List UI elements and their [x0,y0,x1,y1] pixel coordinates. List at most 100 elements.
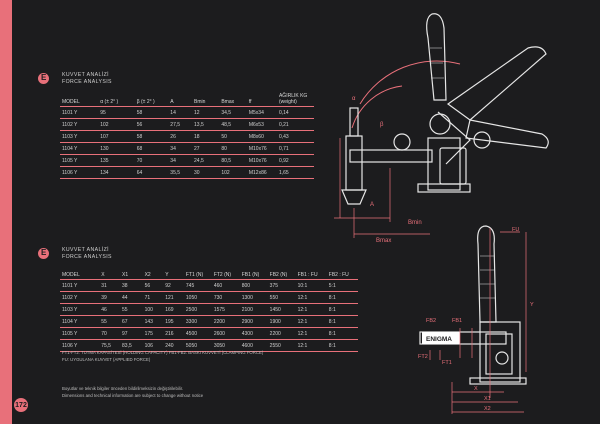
label-x2: X2 [484,406,491,412]
table-cell: 8:1 [326,315,358,328]
table-cell: 143 [142,315,164,328]
table-cell: 12:1 [295,291,327,304]
table-cell: 1101 Y [60,279,100,292]
table-cell: 67 [120,315,143,328]
brand-label: ENIGMA [426,336,452,343]
table-cell: 4600 [239,339,268,352]
table-cell: 38 [120,279,143,292]
table-cell: 1050 [183,291,212,304]
table-cell: 14 [168,106,193,119]
table-cell: 1450 [267,303,296,316]
table-cell: 97 [120,327,143,340]
clamp-force-drawing: ENIGMA FU FB2 FB1 FT2 FT1 Y X X1 X2 [418,225,534,414]
disclaimer: Boyutlar ve teknik bilgiler önceden bild… [62,386,203,399]
table-cell: 35,5 [168,166,193,179]
table-cell: M5x34 [246,106,277,119]
table-cell: 100 [142,303,164,316]
table-cell: 8:1 [326,339,358,352]
table-cell: 27,5 [168,118,193,131]
left-accent-bar [0,0,12,424]
table-cell: 102 [98,118,135,131]
col-fb1-fu: FB1 : FU [297,272,318,278]
table-cell: 1300 [239,291,268,304]
table-cell: 12:1 [295,339,327,352]
col-weight: AĞIRLIK KG (weight) [278,93,308,105]
label-beta: β [380,122,384,128]
table-cell: 26 [168,130,193,143]
table-cell: 1575 [211,303,240,316]
table-cell: 24,5 [192,154,220,167]
table-cell: 106 [142,339,164,352]
table-cell: 34,5 [219,106,247,119]
section-icon [38,73,49,84]
table-cell: 1103 Y [60,130,99,143]
spindle [345,135,363,191]
table-cell: 18 [192,130,220,143]
table-cell: 70 [134,154,169,167]
table-cell: 2100 [239,303,268,316]
col-ft1: FT1 (N) [185,272,204,278]
beta-arc [351,85,403,129]
table-cell: 31 [99,279,121,292]
table-cell: 10:1 [295,279,327,292]
table-cell: M10x76 [246,142,277,155]
table-cell: 48,5 [219,118,247,131]
section1-title: KUVVET ANALİZİ FORCE ANALYSIS [62,72,112,86]
force-table-2: MODEL X X1 X2 Y FT1 (N) FT2 (N) FB1 (N) … [60,268,358,352]
table-cell: 5:1 [326,279,358,292]
table-cell: 8:1 [326,327,358,340]
col-bmin: Bmin [194,99,206,105]
table-cell: 4500 [183,327,212,340]
label-bmax: Bmax [376,238,391,244]
table-cell: 71 [142,291,164,304]
col-ff: ff [248,99,252,105]
table-cell: 55 [99,315,121,328]
table-cell: 12:1 [295,327,327,340]
label-fb2: FB2 [426,318,436,324]
table-cell: 1101 Y [60,106,99,119]
table-cell: 27 [192,142,220,155]
table-cell: 1102 Y [60,118,99,131]
table-cell: 175 [142,327,164,340]
table-cell: 2500 [183,303,212,316]
section1-title-tr: KUVVET ANALİZİ [62,72,110,78]
table-cell: 56 [134,118,169,131]
section1-title-en: FORCE ANALYSIS [62,79,112,85]
table-cell: 68 [134,142,169,155]
table-cell: 1103 Y [60,303,100,316]
table-cell: 1900 [267,315,296,328]
handle-half [465,119,549,149]
col-ft2: FT2 (N) [213,272,232,278]
col-x1: X1 [122,272,129,278]
brand-plate [422,332,460,344]
col-fb1: FB1 (N) [241,272,260,278]
table-cell: 80,5 [219,154,247,167]
table-cell: 8:1 [326,291,358,304]
table-cell: 240 [163,339,184,352]
label-ft2: FT2 [418,354,428,360]
table-cell: 64 [134,166,169,179]
table-cell: 1104 Y [60,315,100,328]
table-cell: 80 [219,142,247,155]
note-line-2: FU: UYGULANA KUVVET (APPLIED FORCE) [62,356,151,362]
table-cell: 30 [192,166,220,179]
table-cell: 3300 [183,315,212,328]
table-cell: M8x60 [246,130,277,143]
table-cell: 5050 [183,339,212,352]
table-cell: 58 [134,106,169,119]
label-x: X [474,386,478,392]
table-cell: 4300 [239,327,268,340]
col-fb2: FB2 (N) [269,272,288,278]
table-cell: 50 [219,130,247,143]
table-cell: 1106 Y [60,166,99,179]
table-cell: 0,71 [276,142,314,155]
col-x: X [101,272,105,278]
col-beta: β (± 2° ) [136,99,155,105]
col-model: MODEL [62,99,80,105]
